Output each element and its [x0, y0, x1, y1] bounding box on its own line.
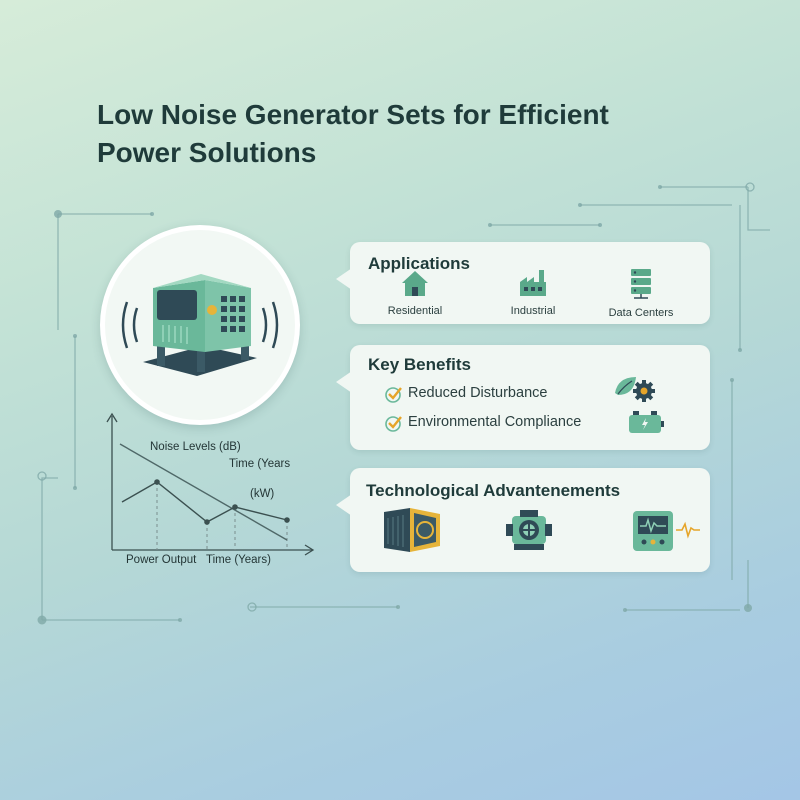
kw-label: (kW)	[250, 488, 275, 500]
data-point	[154, 479, 160, 485]
power-output-label: Power Output	[126, 554, 197, 566]
checkmark-icon	[385, 416, 402, 432]
applications-card: Applications Residential Industrial Da	[336, 242, 710, 324]
card-pointer	[336, 494, 352, 516]
noise-levels-label: Noise Levels (dB)	[150, 441, 241, 453]
data-point	[204, 519, 210, 525]
data-point	[232, 504, 238, 510]
page-title: Low Noise Generator Sets for Efficient P…	[97, 99, 609, 168]
technological-advantages-card: Technological Advantenements	[336, 468, 710, 572]
applications-title: Applications	[368, 254, 471, 273]
key-benefits-card: Key Benefits Reduced Disturbance Environ…	[336, 345, 710, 450]
generator-icon	[121, 274, 279, 376]
data-point	[284, 517, 290, 523]
monitor-panel-icon	[633, 511, 700, 551]
noise-trend-line	[119, 443, 288, 541]
leaf-gear-icon	[615, 377, 655, 402]
key-benefits-title: Key Benefits	[368, 355, 471, 374]
generator-hero	[100, 225, 300, 425]
house-icon	[402, 271, 428, 296]
engine-icon	[506, 510, 552, 550]
checkmark-icon	[385, 387, 402, 403]
factory-icon	[520, 270, 546, 296]
time-years-top-label: Time (Years	[229, 458, 291, 470]
application-residential: Residential	[360, 268, 470, 317]
sound-enclosure-icon	[384, 508, 440, 552]
application-data-centers: Data Centers	[586, 268, 696, 319]
card-pointer	[336, 371, 352, 393]
time-years-bottom-label: Time (Years)	[206, 554, 271, 566]
server-rack-icon	[631, 269, 651, 299]
noise-graph	[106, 412, 315, 556]
technological-advantages-title: Technological Advantenements	[366, 481, 621, 500]
card-pointer	[336, 268, 352, 290]
application-industrial: Industrial	[478, 268, 588, 317]
battery-icon	[629, 411, 664, 433]
